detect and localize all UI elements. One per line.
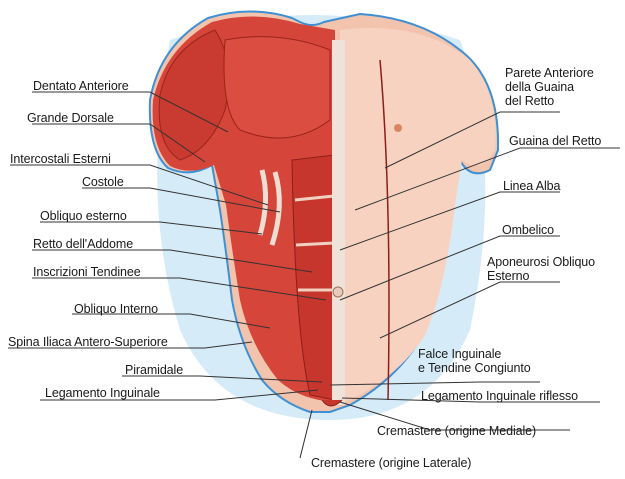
label-dentato-anteriore: Dentato Anteriore [33,79,129,93]
label-inscrizioni-tendinee: Inscrizioni Tendinee [33,265,141,279]
label-grande-dorsale: Grande Dorsale [27,111,114,125]
nipple [394,124,402,132]
label-legamento-riflesso: Legamento Inguinale riflesso [421,389,578,403]
label-piramidale: Piramidale [125,363,183,377]
label-aponeurosi: Aponeurosi Obliquo Esterno [487,255,595,283]
label-retto-addome: Retto dell'Addome [33,237,133,251]
label-spina-iliaca: Spina Iliaca Antero-Superiore [8,335,168,349]
label-parete-anteriore: Parete Anteriore della Guaina del Retto [505,66,594,108]
pectoral-muscle [224,37,330,138]
label-cremastere-laterale: Cremastere (origine Laterale) [311,456,471,470]
label-obliquo-interno: Obliquo Interno [74,302,158,316]
umbilicus [333,287,343,297]
label-obliquo-esterno: Obliquo esterno [40,209,127,223]
linea-alba [332,40,345,405]
label-linea-alba: Linea Alba [503,179,560,193]
label-falce-inguinale: Falce Inguinale e Tendine Congiunto [418,347,531,375]
label-intercostali-esterni: Intercostali Esterni [10,152,111,166]
label-guaina-retto: Guaina del Retto [509,134,601,148]
label-cremastere-mediale: Cremastere (origine Mediale) [377,424,536,438]
label-costole: Costole [82,175,124,189]
label-legamento-inguinale: Legamento Inguinale [45,386,160,400]
label-ombelico: Ombelico [502,223,554,237]
